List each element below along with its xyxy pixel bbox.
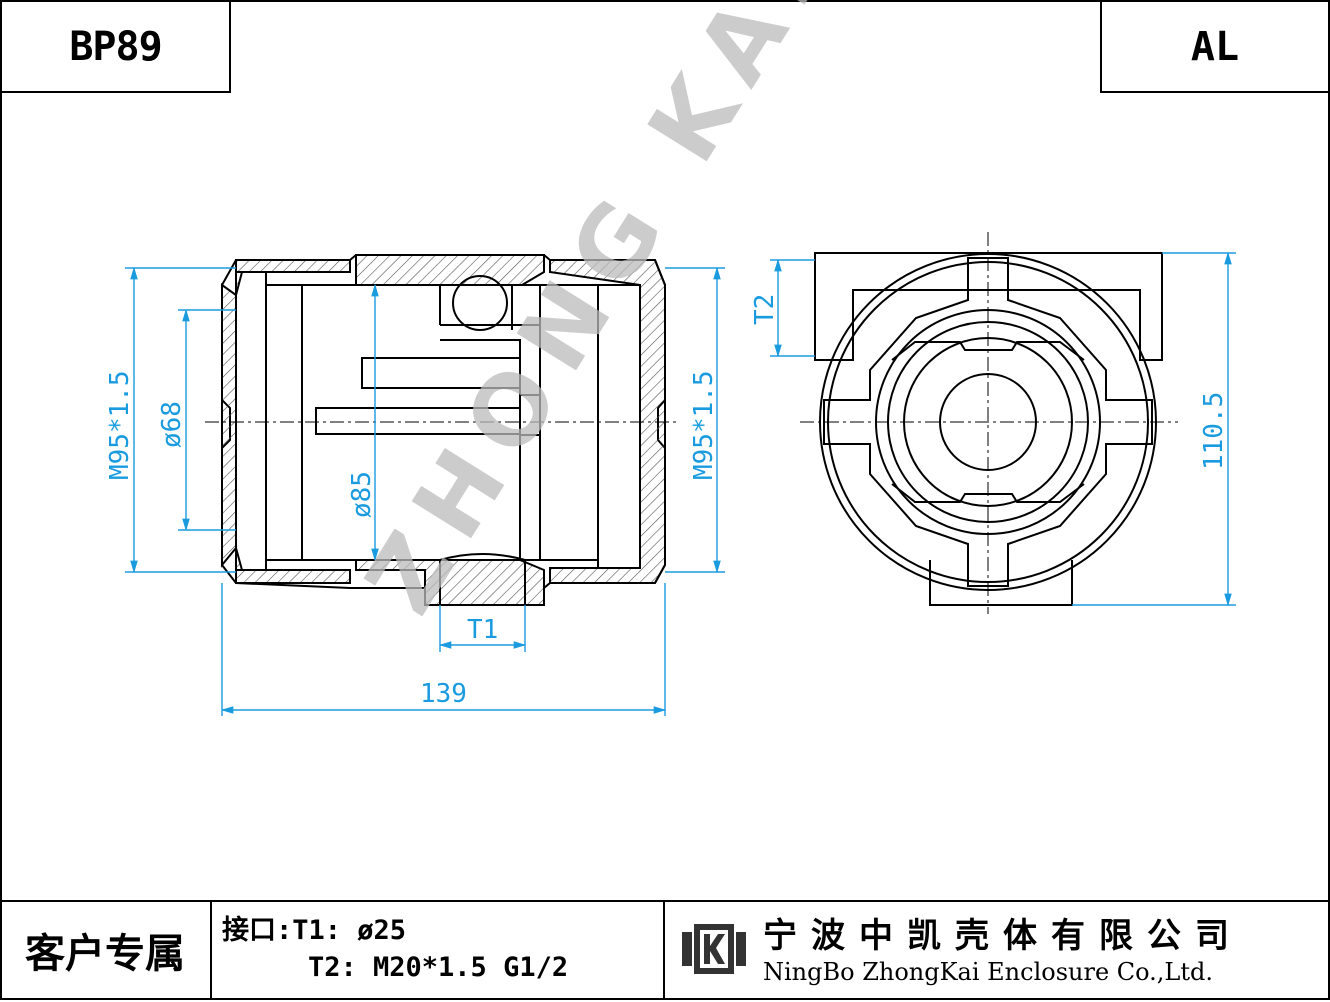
height-label: 110.5 bbox=[1199, 392, 1229, 470]
company-logo-icon bbox=[682, 924, 746, 974]
port-spec-block: 接口:T1: ø25 T2: M20*1.5 G1/2 bbox=[212, 900, 665, 1000]
company-name-cn: 宁波中凯壳体有限公司 bbox=[763, 916, 1243, 956]
title-block bbox=[0, 900, 1330, 1002]
port-spec-line1: 接口:T1: ø25 bbox=[222, 915, 407, 946]
t2-label: T2 bbox=[750, 294, 780, 325]
port-spec-line2: T2: M20*1.5 G1/2 bbox=[308, 952, 569, 983]
bore-diameter-label: ø68 bbox=[157, 401, 187, 448]
model-number: BP89 bbox=[0, 0, 231, 93]
end-dimensions bbox=[770, 251, 1236, 607]
left-thread-label: M95*1.5 bbox=[105, 370, 135, 480]
section-dimensions bbox=[125, 266, 725, 716]
t1-label: T1 bbox=[467, 615, 498, 645]
section-view bbox=[205, 254, 680, 606]
length-label: 139 bbox=[420, 679, 467, 709]
customer-exclusive-label: 客户专属 bbox=[0, 900, 212, 1000]
right-thread-label: M95*1.5 bbox=[689, 370, 719, 480]
end-view bbox=[800, 232, 1178, 614]
company-block: 宁波中凯壳体有限公司 NingBo ZhongKai Enclosure Co.… bbox=[665, 900, 1330, 1000]
company-name-en: NingBo ZhongKai Enclosure Co.,Ltd. bbox=[763, 958, 1213, 986]
inner-diameter-label: ø85 bbox=[347, 471, 377, 518]
material-code: AL bbox=[1100, 0, 1330, 93]
